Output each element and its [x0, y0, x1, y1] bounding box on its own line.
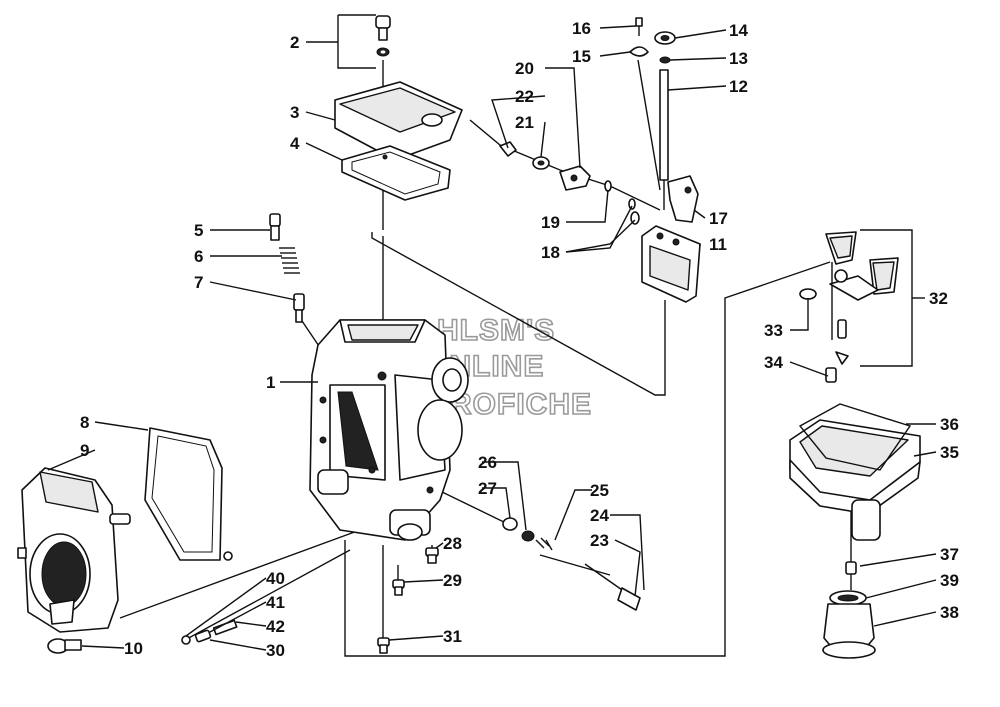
part-30-40-41-42-jet-assembly: [181, 619, 238, 645]
callout-39: 39: [940, 571, 959, 590]
callout-17: 17: [709, 209, 728, 228]
callout-28: 28: [443, 534, 462, 553]
callout-35: 35: [940, 443, 959, 462]
callout-36: 36: [940, 415, 959, 434]
part-5-6-7-pilot-screw: [269, 213, 305, 323]
callout-18: 18: [541, 243, 560, 262]
callout-16: 16: [572, 19, 591, 38]
part-22-nut: [499, 141, 517, 157]
part-1-carburetor-body: [309, 319, 469, 541]
callout-38: 38: [940, 603, 959, 622]
callout-37: 37: [940, 545, 959, 564]
callout-7: 7: [194, 273, 203, 292]
callout-25: 25: [590, 481, 609, 500]
callout-27: 27: [478, 479, 497, 498]
callout-1: 1: [266, 373, 275, 392]
callout-leaders: [47, 14, 937, 651]
part-12-needle: [659, 69, 669, 210]
callout-15: 15: [572, 47, 591, 66]
part-9-intake-flange: [17, 467, 131, 633]
part-3-top-cover: [334, 81, 463, 161]
part-2-screw-washer: [375, 15, 391, 57]
callout-30: 30: [266, 641, 285, 660]
callout-11: 11: [709, 235, 727, 254]
part-4-gasket: [341, 145, 451, 201]
part-33-needle-valve: [799, 288, 849, 365]
callout-20: 20: [515, 59, 534, 78]
part-34-screw: [825, 367, 837, 383]
callout-29: 29: [443, 571, 462, 590]
part-17-bracket: [667, 175, 699, 223]
callout-34: 34: [764, 353, 783, 372]
callout-26: 26: [478, 453, 497, 472]
watermark-line-1: HLSM'S: [437, 314, 555, 347]
part-21-washer: [532, 156, 550, 170]
callout-6: 6: [194, 247, 203, 266]
callout-42: 42: [266, 617, 285, 636]
part-28-screw: [425, 547, 439, 564]
part-14-nut: [654, 31, 676, 45]
callout-10: 10: [124, 639, 143, 658]
callout-22: 22: [515, 87, 534, 106]
callout-12: 12: [729, 77, 748, 96]
callout-3: 3: [290, 103, 299, 122]
callout-24: 24: [590, 506, 609, 525]
part-39-filter: [829, 590, 867, 606]
callout-14: 14: [729, 21, 748, 40]
part-20-lever: [559, 165, 591, 191]
callout-4: 4: [290, 134, 300, 153]
callout-33: 33: [764, 321, 783, 340]
part-18-19-pins: [604, 180, 640, 225]
part-11-throttle-slide: [641, 225, 701, 303]
part-16-screw: [635, 17, 643, 36]
callout-8: 8: [80, 413, 89, 432]
callout-numbers: 2 3 4 5 6 7 1 8 9 10 40 41 42 30 28 29 3…: [80, 19, 959, 660]
part-37-screw: [845, 561, 857, 575]
callout-32: 32: [929, 289, 948, 308]
part-32-float-assembly: [825, 231, 899, 301]
callout-9: 9: [80, 441, 89, 460]
assembly-lines: [119, 59, 852, 657]
callout-23: 23: [590, 531, 609, 550]
callout-40: 40: [266, 569, 285, 588]
part-38-drain-plug: [822, 603, 876, 659]
callout-13: 13: [729, 49, 748, 68]
part-10-screw: [47, 638, 82, 654]
part-13-washer: [659, 56, 671, 64]
callout-31: 31: [443, 627, 462, 646]
callout-2: 2: [290, 33, 299, 52]
part-29-screw: [392, 579, 405, 596]
callout-21: 21: [515, 113, 534, 132]
part-36-bowl-gasket: [798, 403, 912, 471]
part-8-flange-gasket: [144, 427, 233, 561]
callout-5: 5: [194, 221, 203, 240]
part-35-float-bowl: [789, 419, 921, 541]
part-15-clip: [629, 46, 649, 57]
part-31-screw: [377, 637, 390, 654]
callout-41: 41: [266, 593, 285, 612]
callout-19: 19: [541, 213, 560, 232]
